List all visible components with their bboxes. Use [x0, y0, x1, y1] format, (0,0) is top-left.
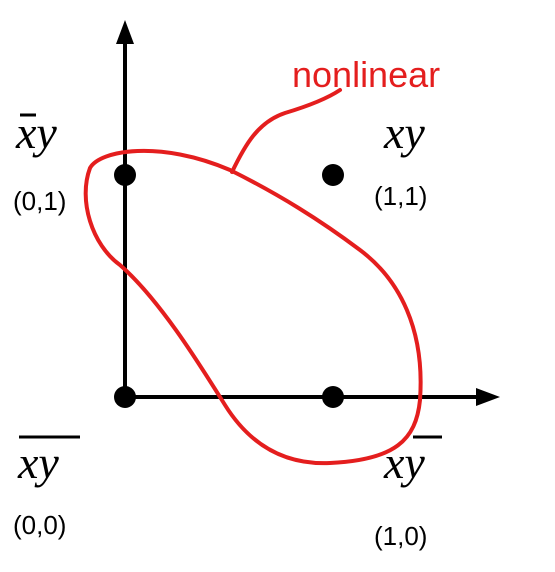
point-0-0	[114, 386, 136, 408]
point-0-1	[114, 164, 136, 186]
callout-line	[230, 88, 342, 174]
y-axis-arrowhead	[116, 20, 134, 44]
term-label-1-0: xy	[383, 437, 425, 488]
nonlinear-boundary	[83, 148, 423, 466]
term-label-0-0: xy	[17, 437, 59, 488]
point-1-0	[322, 386, 344, 408]
term-label-1-1: xy	[383, 107, 425, 158]
point-1-1	[322, 164, 344, 186]
nonlinear-label: nonlinear	[292, 54, 440, 95]
coord-label-0-0: (0,0)	[13, 510, 66, 540]
coord-label-1-0: (1,0)	[374, 521, 427, 551]
x-axis-arrowhead	[476, 388, 500, 406]
coord-label-0-1: (0,1)	[13, 186, 66, 216]
coord-label-1-1: (1,1)	[374, 181, 427, 211]
